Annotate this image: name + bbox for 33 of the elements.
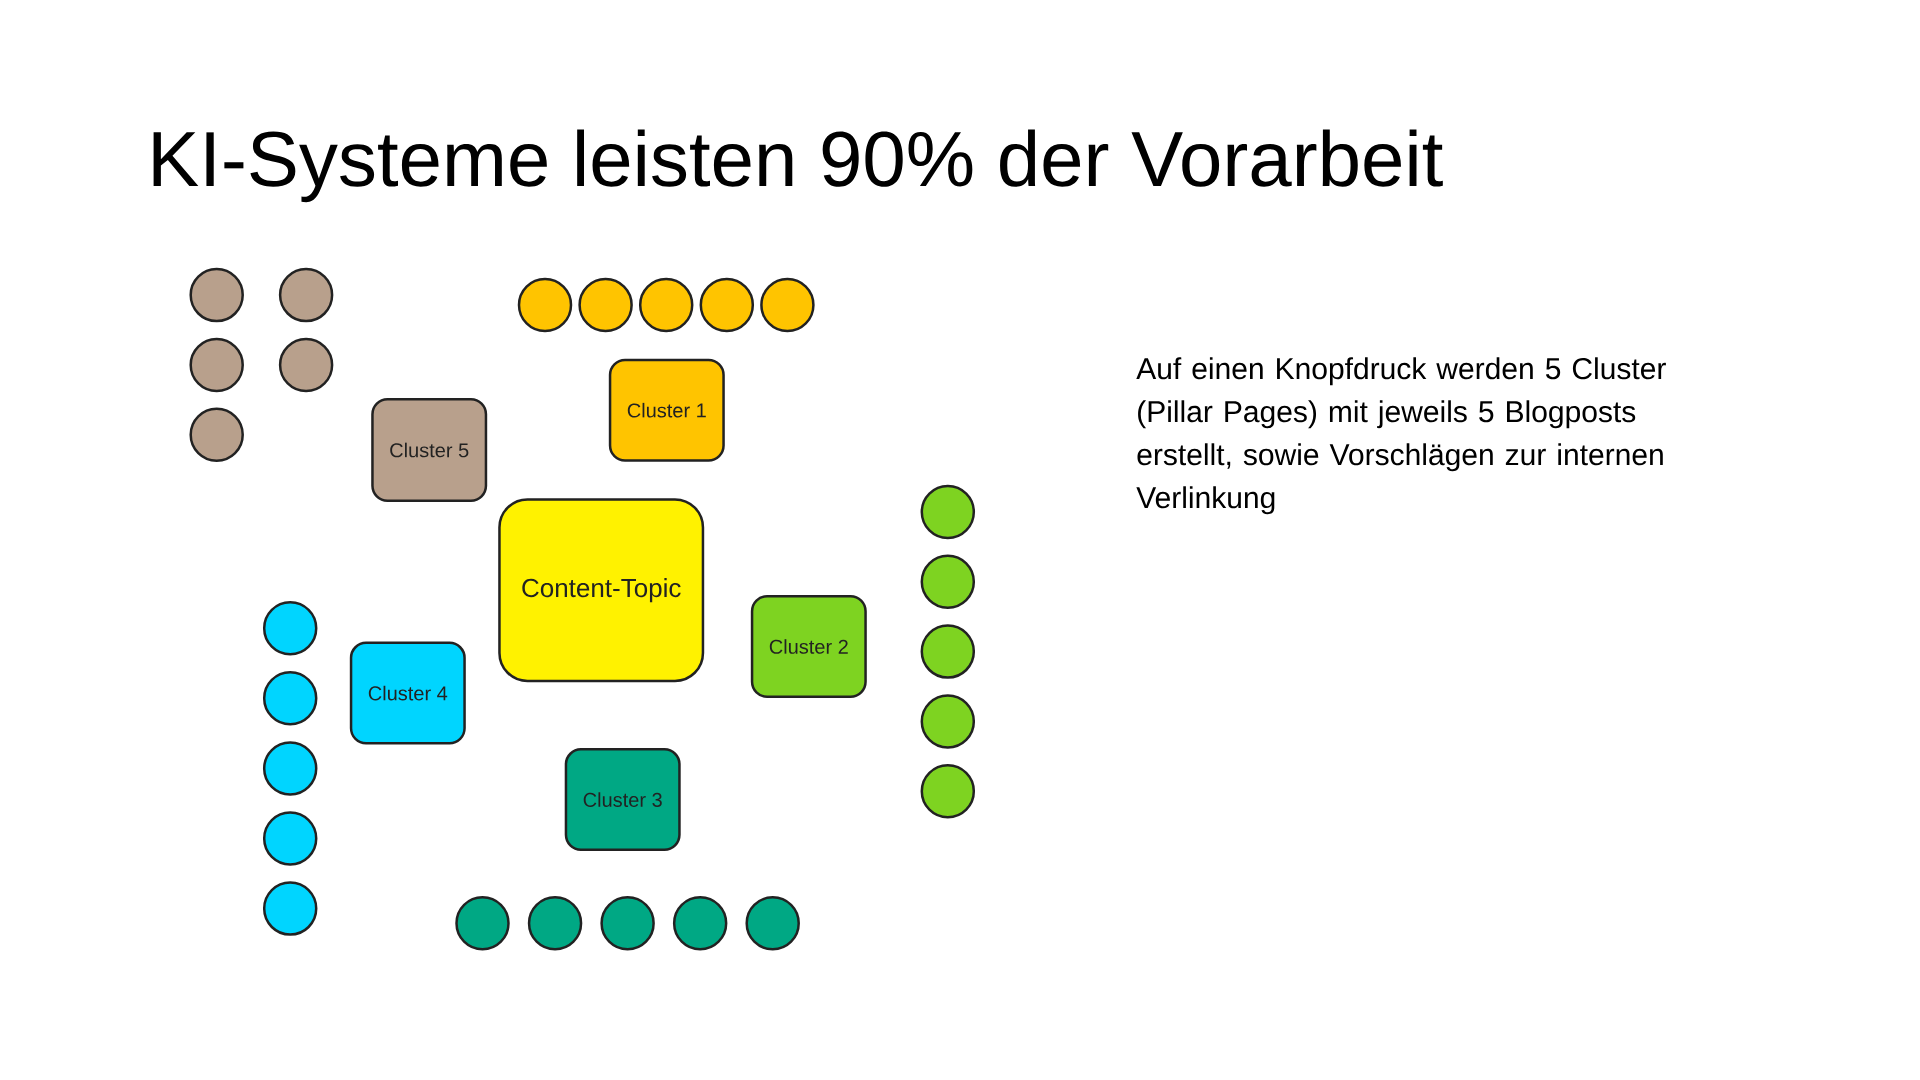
circle-node [278, 337, 334, 393]
cluster-box: Cluster 4 [349, 641, 466, 745]
circle-node [920, 763, 976, 819]
circle-node [527, 896, 583, 951]
description-text: Auf einen Knopfdruck werden 5 Cluster (Pillar Pages) mit jeweils 5 Blogposts erstellt, sowie Vorschlägen zur internen Verlinkung [1136, 357, 1666, 515]
circle-node [262, 811, 318, 866]
circle-node [745, 896, 800, 951]
circle-node [262, 881, 318, 936]
cluster-box: Cluster 3 [564, 748, 681, 852]
circle-node [920, 694, 976, 749]
circle-node [600, 896, 655, 951]
circle-node [672, 896, 728, 951]
circle-node [455, 896, 510, 951]
topic-box: Content-Topic [498, 498, 705, 683]
cluster-box: Cluster 1 [608, 358, 725, 462]
circle-node [262, 671, 318, 726]
cluster-box: Cluster 2 [750, 595, 867, 698]
circle-node [517, 277, 573, 333]
circle-node [578, 277, 633, 333]
circle-node [262, 600, 318, 656]
circle-node [699, 277, 755, 333]
circle-node [638, 277, 694, 333]
circle-node [920, 624, 976, 679]
cluster-box: Cluster 5 [371, 398, 488, 502]
circle-node [920, 484, 976, 540]
circle-node [760, 277, 815, 333]
circle-node [278, 267, 334, 323]
circle-node [189, 337, 244, 393]
circle-node [920, 554, 976, 610]
circle-node [189, 267, 244, 323]
circle-node [189, 407, 244, 462]
circle-node [262, 741, 318, 796]
slide-title: KI-Systeme leisten 90% der Vorarbeit [153, 129, 1443, 203]
